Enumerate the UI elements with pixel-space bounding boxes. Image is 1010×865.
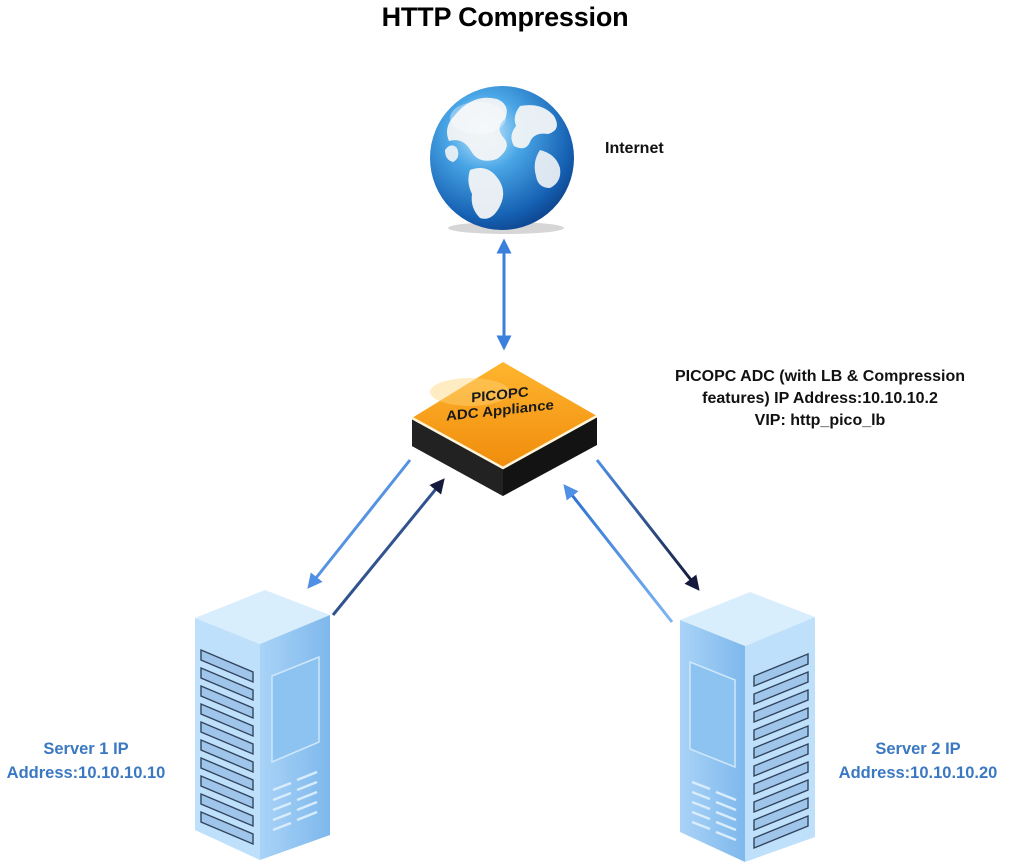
globe-icon	[430, 86, 574, 234]
server1-to-adc-arrow	[331, 478, 445, 616]
adc-to-server1-arrow	[307, 459, 412, 589]
server2-label: Server 2 IP Address:10.10.10.20	[832, 737, 1004, 785]
server2-label-line1: Server 2 IP	[875, 740, 961, 758]
server2-to-adc-arrow	[563, 484, 674, 623]
adc-to-server2-arrow	[595, 459, 700, 591]
adc-info-line3: VIP: http_pico_lb	[754, 412, 886, 429]
server1-rack-icon	[195, 590, 330, 860]
internet-label: Internet	[605, 140, 664, 157]
adc-info-line1: PICOPC ADC (with LB & Compression	[674, 368, 966, 385]
server1-label-line1: Server 1 IP	[43, 740, 129, 758]
server1-label: Server 1 IP Address:10.10.10.10	[0, 737, 172, 785]
adc-info-label: PICOPC ADC (with LB & Compression featur…	[640, 366, 1000, 432]
adc-appliance-icon	[411, 362, 598, 496]
diagram-title: HTTP Compression	[381, 2, 629, 32]
adc-info-line2: features) IP Address:10.10.10.2	[702, 390, 938, 407]
server2-rack-icon	[680, 592, 815, 862]
server2-label-line2: Address:10.10.10.20	[838, 764, 998, 782]
server1-label-line2: Address:10.10.10.10	[6, 764, 166, 782]
